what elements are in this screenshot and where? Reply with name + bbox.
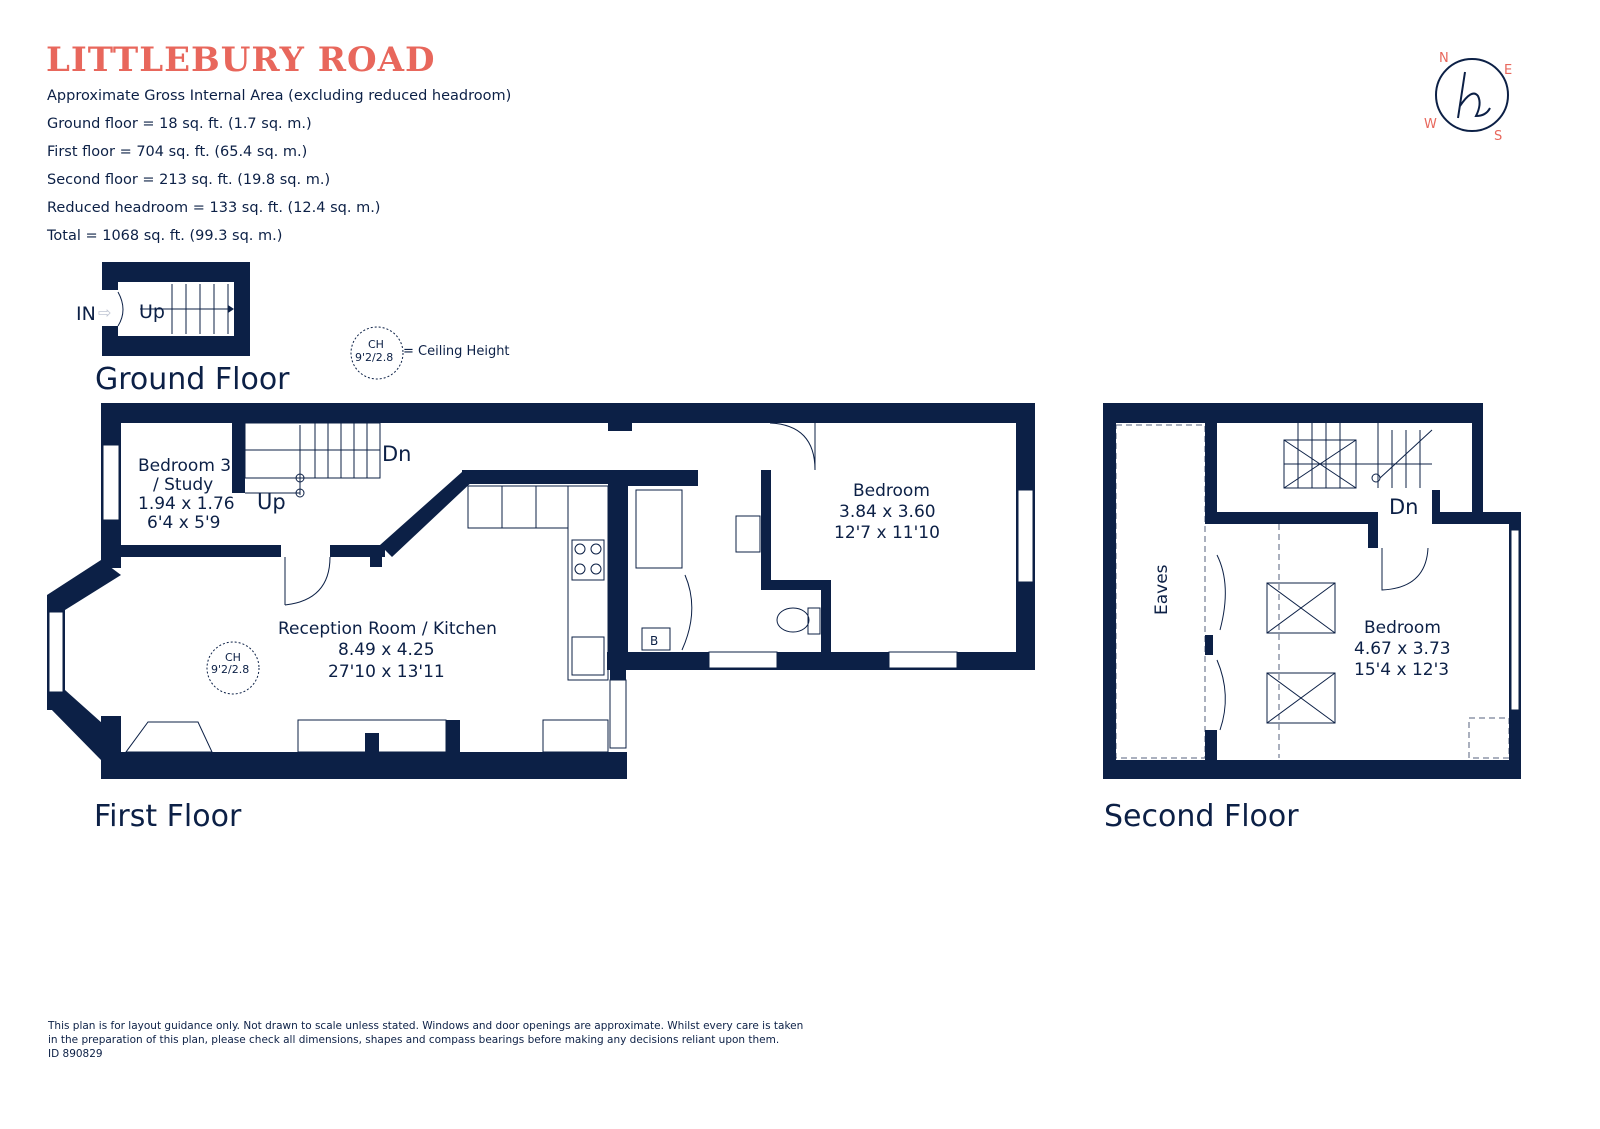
eaves-label: Eaves [1152,564,1172,615]
first-floor-plan: CH 9'2/2.8 B Dn Up Bedroom 3 / Study 1.9… [47,403,1035,834]
area-summary: Approximate Gross Internal Area (excludi… [47,82,511,250]
room-bedroom3-metric: 1.94 x 1.76 [138,494,235,514]
second-dn-label: Dn [1389,495,1418,519]
boiler-label: B [650,634,658,648]
first-ch-label: CH [225,651,241,664]
room-bedroom-name: Bedroom [853,481,930,501]
legend-ch-text: = Ceiling Height [403,344,510,359]
disclaimer-line-2: in the preparation of this plan, please … [48,1034,780,1046]
second-floor-plan: Dn Eaves Bedroom 4.67 x 3.73 15'4 x 12'3… [1103,403,1521,834]
ground-floor-label: Ground Floor [95,362,290,397]
room-second-bedroom-name: Bedroom [1364,618,1441,638]
room-reception-metric: 8.49 x 4.25 [338,640,435,660]
legend-ch: CH [368,338,384,351]
room-reception-name: Reception Room / Kitchen [278,619,497,639]
area-ground-floor: Ground floor = 18 sq. ft. (1.7 sq. m.) [47,116,312,132]
first-ch-value: 9'2/2.8 [211,663,249,676]
compass-w: W [1424,117,1437,132]
area-intro: Approximate Gross Internal Area (excludi… [47,88,512,104]
area-first-floor: First floor = 704 sq. ft. (65.4 sq. m.) [47,144,308,160]
compass-s: S [1494,129,1502,144]
room-bedroom3-imperial: 6'4 x 5'9 [147,513,220,533]
compass-logo: N E S W [1424,51,1512,144]
area-total: Total = 1068 sq. ft. (99.3 sq. m.) [47,228,283,244]
disclaimer-line-1: This plan is for layout guidance only. N… [48,1020,804,1032]
room-bedroom3-name2: / Study [153,475,213,495]
compass-e: E [1504,63,1512,78]
room-second-bedroom-metric: 4.67 x 3.73 [1354,639,1451,659]
disclaimer: This plan is for layout guidance only. N… [48,1019,848,1061]
area-reduced-headroom: Reduced headroom = 133 sq. ft. (12.4 sq.… [47,200,381,216]
first-floor-label: First Floor [94,799,242,834]
legend-ch-value: 9'2/2.8 [355,351,393,364]
ground-up-label: Up [139,301,165,323]
ceiling-height-legend: CH 9'2/2.8 = Ceiling Height [350,326,510,380]
room-bedroom3-name: Bedroom 3 [138,456,231,476]
second-floor-label: Second Floor [1104,799,1299,834]
compass-n: N [1439,51,1449,66]
ground-in-label: IN [76,303,96,325]
room-bedroom-imperial: 12'7 x 11'10 [834,523,940,543]
room-reception-imperial: 27'10 x 13'11 [328,662,445,682]
room-second-bedroom-imperial: 15'4 x 12'3 [1354,660,1449,680]
ground-floor-plan: IN ⇨ Up Ground Floor [76,262,290,397]
area-second-floor: Second floor = 213 sq. ft. (19.8 sq. m.) [47,172,331,188]
ground-in-arrow-icon: ⇨ [98,303,111,322]
first-dn-label: Dn [382,442,411,466]
plan-id: ID 890829 [48,1048,103,1060]
room-bedroom-metric: 3.84 x 3.60 [839,502,936,522]
property-title: LITTLEBURY ROAD [46,40,436,80]
first-up-label: Up [257,490,286,514]
